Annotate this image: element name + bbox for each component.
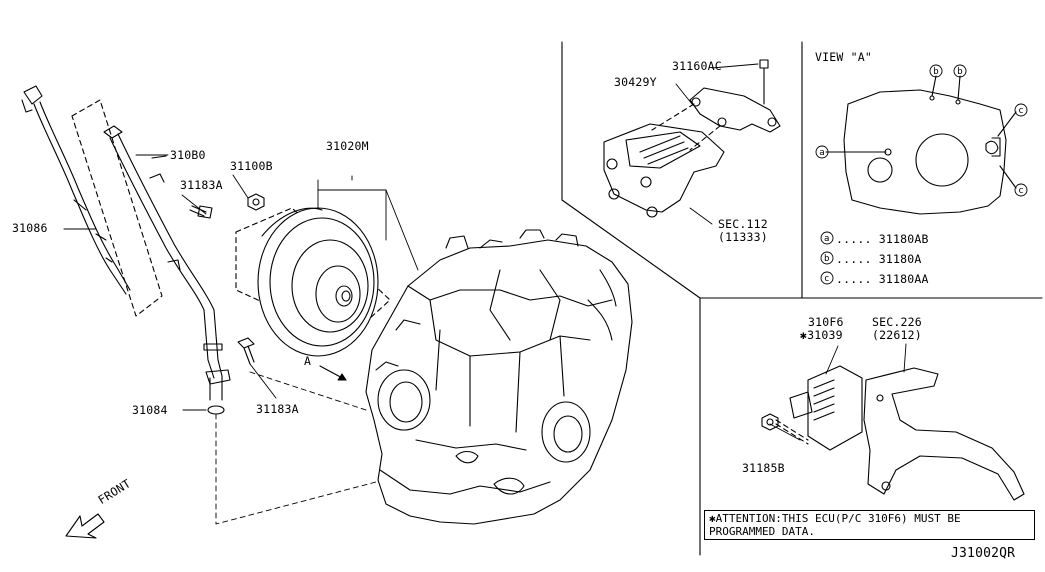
label-310F6: 310F6 (808, 315, 844, 329)
svg-text:b: b (933, 67, 938, 77)
label-310B0: 310B0 (170, 148, 206, 162)
attention-note: ✱ATTENTION:THIS ECU(P/C 310F6) MUST BE P… (704, 510, 1035, 540)
dipstick-31086 (21, 85, 131, 295)
legend-mark-a: a (824, 234, 830, 244)
svg-text:a: a (819, 148, 824, 158)
label-view-arrow-a: A (304, 354, 312, 368)
attention-line-1: ✱ATTENTION:THIS ECU(P/C 310F6) MUST BE (709, 512, 961, 525)
nut-31185B (761, 413, 779, 431)
label-sec226-ref: (22612) (872, 328, 922, 342)
panel-borders (561, 41, 1043, 556)
label-31100B: 31100B (230, 159, 273, 173)
filler-tube-310B0 (103, 125, 231, 415)
legend-mark-b: b (824, 254, 830, 264)
view-a-callout-markers (815, 64, 1028, 285)
alignment-dashed-lines (215, 371, 377, 525)
label-31039: ✱31039 (800, 328, 843, 342)
label-31183A-top: 31183A (180, 178, 223, 192)
attention-line-2: PROGRAMMED DATA. (709, 525, 815, 538)
diagram-code: J31002QR (951, 546, 1016, 561)
right-panel-leaders (825, 343, 907, 375)
bolt-31183A-bottom (237, 337, 255, 365)
engine-mount-11333 (603, 123, 725, 218)
label-31160AC: 31160AC (672, 59, 722, 73)
label-30429Y: 30429Y (614, 75, 657, 89)
leader-lines (135, 63, 801, 441)
legend-31180AA: ..... 31180AA (836, 272, 929, 286)
label-31020M: 31020M (326, 139, 369, 153)
svg-text:c: c (1018, 186, 1023, 196)
svg-text:b: b (957, 67, 962, 77)
bolt-31183A-top (189, 205, 213, 219)
legend-mark-c: c (824, 274, 830, 284)
ecu-310F6 (775, 365, 863, 451)
label-sec112: SEC.112 (718, 217, 768, 231)
label-31185B: 31185B (742, 461, 785, 475)
label-view-a-title: VIEW "A" (815, 50, 872, 64)
legend-31180A: ..... 31180A (836, 252, 922, 266)
nut-31100B (247, 193, 265, 211)
front-arrow (65, 513, 105, 539)
view-a-marker-letters: a b b c c (819, 67, 1023, 196)
transmission-housing (365, 229, 633, 525)
label-31183A-bottom: 31183A (256, 402, 299, 416)
svg-text:c: c (1018, 106, 1023, 116)
torque-converter-31020M (235, 207, 391, 357)
label-31084: 31084 (132, 403, 168, 417)
label-31086: 31086 (12, 221, 48, 235)
legend-31180AB: ..... 31180AB (836, 232, 929, 246)
view-arrow-a (319, 365, 347, 381)
dipstick-dashed-box (71, 99, 163, 317)
bracket-22612 (863, 367, 1025, 501)
view-a-cover-plate (825, 75, 1017, 215)
bracket-30429Y (651, 59, 781, 151)
label-sec112-ref: (11333) (718, 230, 768, 244)
label-sec226: SEC.226 (872, 315, 922, 329)
